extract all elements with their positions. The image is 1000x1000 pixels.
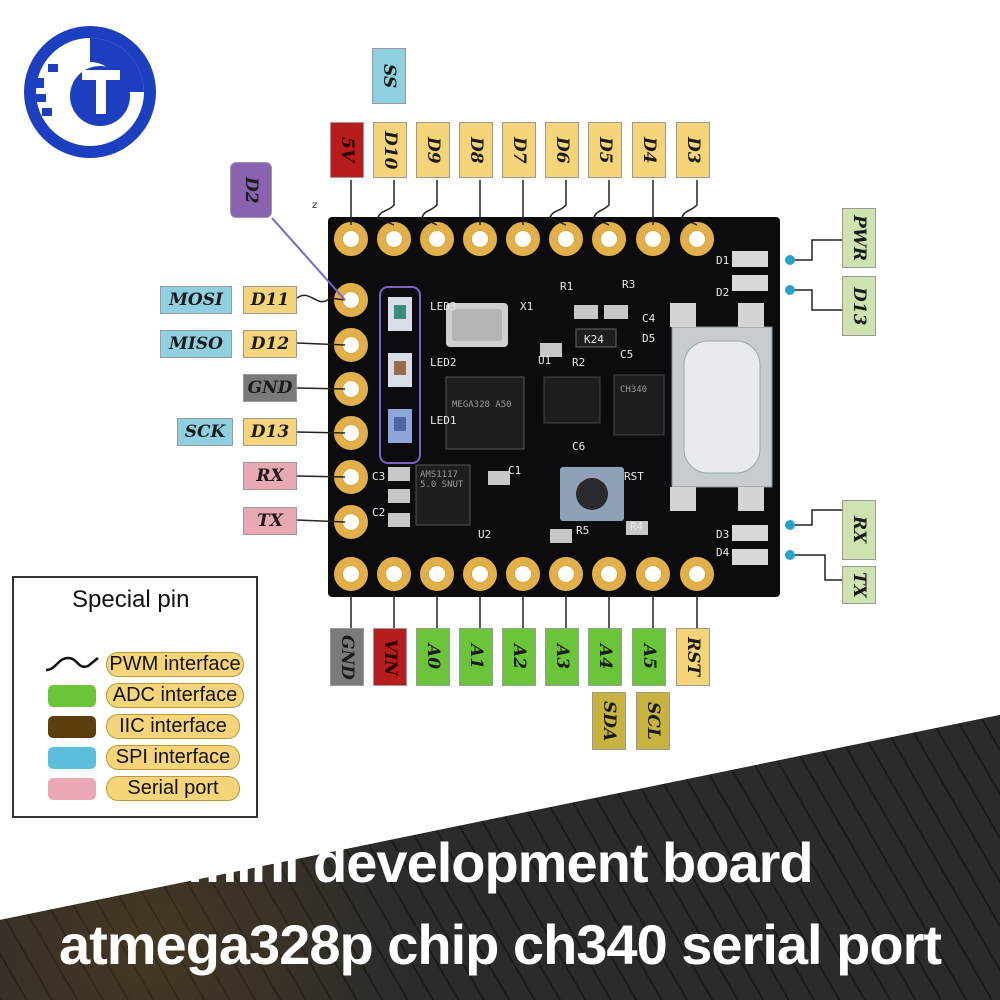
- pin-pad: [592, 222, 626, 256]
- silk-d2: D2: [716, 286, 730, 299]
- pin-label-d3: D3: [676, 122, 710, 178]
- pin-label-rst: RST: [676, 628, 710, 686]
- pin-label-rx-right: RX: [842, 500, 876, 560]
- pin-label-d8: D8: [459, 122, 493, 178]
- pin-label-a4: A4: [588, 628, 622, 686]
- legend-item-spi: SPI interface: [106, 745, 240, 770]
- pin-label-a0: A0: [416, 628, 450, 686]
- silk-c4: C4: [642, 312, 656, 325]
- pin-label-5v: 5V: [330, 122, 364, 178]
- legend: Special pin PWM interface ADC interface …: [12, 576, 258, 818]
- silk-r1: R1: [560, 280, 574, 293]
- banner-title: mini development board: [187, 831, 813, 894]
- pin-pad: [463, 557, 497, 591]
- silk-u1: U1: [538, 354, 552, 367]
- silk-d4: D4: [716, 546, 730, 559]
- pin-pad: [506, 222, 540, 256]
- silk-r5: R5: [576, 524, 590, 537]
- pin-pad: [334, 222, 368, 256]
- board-components: [379, 251, 773, 565]
- legend-item-serial: Serial port: [106, 776, 240, 801]
- pin-pad: [680, 557, 714, 591]
- pin-label-d13-right: D13: [842, 276, 876, 336]
- pin-label-ss: SS: [372, 48, 406, 104]
- pin-label-d4: D4: [632, 122, 666, 178]
- silk-led1: LED1: [430, 414, 457, 427]
- pin-pad: [680, 222, 714, 256]
- pin-pad: [463, 222, 497, 256]
- pin-label-d13: D13: [243, 418, 297, 446]
- chip-regulator-marking: AMS1117 5.0 SNUT: [420, 470, 464, 490]
- pin-label-d9: D9: [416, 122, 450, 178]
- silk-c5: C5: [620, 348, 634, 361]
- pin-label-sck: SCK: [177, 418, 233, 446]
- pin-label-tx-right: TX: [842, 566, 876, 604]
- serial-swatch: [48, 778, 96, 800]
- silk-k24: K24: [584, 333, 604, 346]
- logo-icon: [20, 22, 160, 162]
- pin-pad: [420, 222, 454, 256]
- pin-pad: [636, 222, 670, 256]
- pin-label-pwr: PWR: [842, 208, 876, 268]
- pin-label-a5: A5: [632, 628, 666, 686]
- pin-pad: [334, 557, 368, 591]
- pwm-wave-icon: [45, 656, 99, 672]
- pin-pad: [549, 222, 583, 256]
- silk-c3: C3: [372, 470, 386, 483]
- pin-pad: [377, 222, 411, 256]
- silk-r3: R3: [622, 278, 636, 291]
- silk-d1: D1: [716, 254, 730, 267]
- pin-label-sda: SDA: [592, 692, 626, 750]
- adc-swatch: [48, 685, 96, 707]
- pin-label-d2: D2: [230, 162, 272, 218]
- pin-label-a1: A1: [459, 628, 493, 686]
- banner-subtitle: atmega328p chip ch340 serial port: [58, 913, 942, 976]
- chip-usb-marking: CH340: [620, 385, 648, 395]
- stray-mark: z: [312, 200, 318, 211]
- pin-label-d5: D5: [588, 122, 622, 178]
- pin-label-miso: MISO: [160, 330, 232, 358]
- silk-d3: D3: [716, 528, 730, 541]
- chip-mcu-marking: MEGA328 A50: [452, 400, 512, 410]
- silk-r2: R2: [572, 356, 586, 369]
- pin-label-d12: D12: [243, 330, 297, 358]
- pin-label-d7: D7: [502, 122, 536, 178]
- pin-pad: [549, 557, 583, 591]
- pin-pad: [636, 557, 670, 591]
- pin-label-mosi: MOSI: [160, 286, 232, 314]
- spi-swatch: [48, 747, 96, 769]
- pin-label-gnd: GND: [243, 374, 297, 402]
- pin-pad: [506, 557, 540, 591]
- legend-title: Special pin: [72, 586, 190, 613]
- silk-d5: D5: [642, 332, 656, 345]
- silk-c2: C2: [372, 506, 386, 519]
- iic-swatch: [48, 716, 96, 738]
- silk-x1: X1: [520, 300, 534, 313]
- silk-rst: RST: [624, 470, 644, 483]
- silk-c6: C6: [572, 440, 586, 453]
- silk-r4: R4: [630, 520, 644, 533]
- pin-label-vin: VIN: [373, 628, 407, 686]
- silk-c1: C1: [508, 464, 522, 477]
- legend-item-pwm: PWM interface: [106, 652, 244, 677]
- pin-label-a3: A3: [545, 628, 579, 686]
- silk-u2: U2: [478, 528, 492, 541]
- pin-pad: [377, 557, 411, 591]
- legend-item-iic: IIC interface: [106, 714, 240, 739]
- pin-label-tx: TX: [243, 507, 297, 535]
- pin-label-scl: SCL: [636, 692, 670, 750]
- legend-item-adc: ADC interface: [106, 683, 244, 708]
- pin-label-d10: D10: [373, 122, 407, 178]
- pin-pad: [420, 557, 454, 591]
- pin-label-rx: RX: [243, 462, 297, 490]
- silk-led3: LED3: [430, 300, 457, 313]
- pin-label-d6: D6: [545, 122, 579, 178]
- pin-label-d11: D11: [243, 286, 297, 314]
- pin-pad: [592, 557, 626, 591]
- silk-led2: LED2: [430, 356, 457, 369]
- pin-label-gnd-bottom: GND: [330, 628, 364, 686]
- pin-label-a2: A2: [502, 628, 536, 686]
